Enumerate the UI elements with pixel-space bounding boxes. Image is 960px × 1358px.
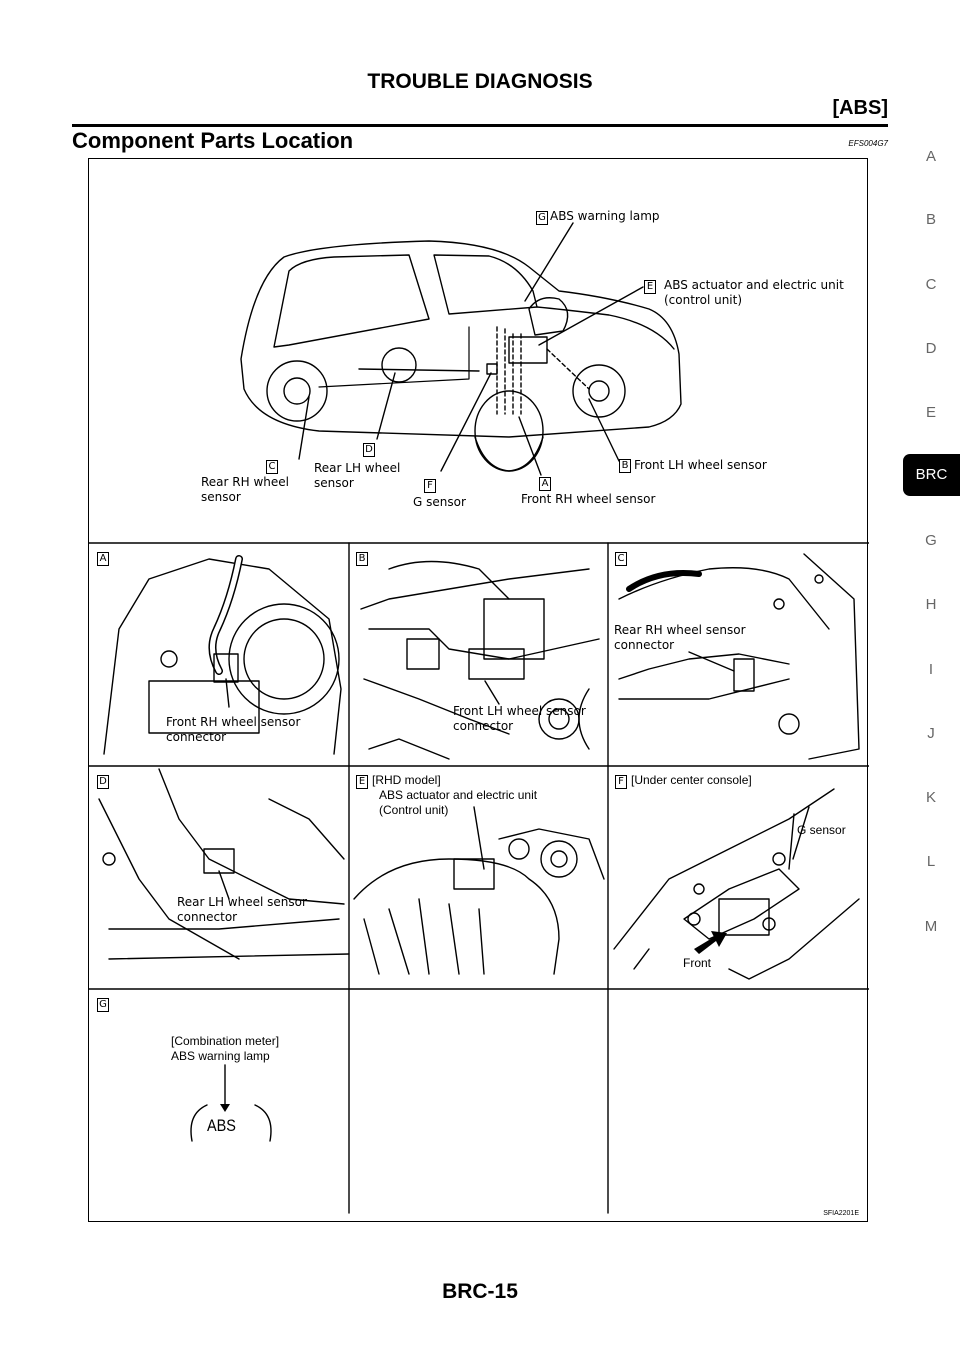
section-code: EFS004G7 (848, 139, 888, 148)
callout-b-marker: B (619, 459, 631, 473)
page-header-title: TROUBLE DIAGNOSIS (367, 70, 593, 93)
page-header-section: [ABS] (832, 97, 888, 119)
tab-j[interactable]: J (927, 725, 935, 742)
tab-e[interactable]: E (925, 404, 936, 421)
callout-g-label: ABS warning lamp (550, 209, 660, 223)
panel-c-label: Rear RH wheel sensor connector (614, 623, 746, 652)
panel-d-marker: D (97, 775, 109, 789)
section-index-tabs: A B C D E BRC G H I J K L M (888, 0, 960, 1358)
callout-c-label: Rear RH wheel sensor (201, 475, 289, 504)
tab-k[interactable]: K (925, 789, 936, 806)
panel-b-label: Front LH wheel sensor connector (453, 704, 586, 733)
figure-line-art (89, 222, 869, 1214)
panel-f-front-label: Front (683, 956, 712, 970)
panel-d-label: Rear LH wheel sensor connector (177, 895, 307, 924)
callout-b-label: Front LH wheel sensor (634, 458, 767, 472)
section-title: Component Parts Location (72, 128, 354, 153)
tab-g[interactable]: G (925, 532, 937, 549)
panel-e-model-label: [RHD model] (372, 773, 441, 787)
panel-a-marker: A (97, 552, 109, 566)
page-number: BRC-15 (442, 1280, 518, 1303)
abs-lamp-icon: ABS (207, 1116, 236, 1135)
panel-e-label: ABS actuator and electric unit (Control … (379, 788, 538, 817)
callout-d-label: Rear LH wheel sensor (314, 461, 401, 490)
tab-d[interactable]: D (925, 340, 937, 357)
tab-l[interactable]: L (926, 853, 936, 870)
tab-brc[interactable]: BRC (903, 454, 960, 496)
callout-f-label: G sensor (413, 495, 466, 509)
header-rule (72, 124, 888, 127)
panel-e-marker: E (356, 775, 368, 789)
callout-e-marker: E (644, 280, 656, 294)
tab-m[interactable]: M (924, 918, 938, 935)
panel-a-label: Front RH wheel sensor connector (166, 715, 301, 744)
tab-h[interactable]: H (925, 596, 937, 613)
panel-c-marker: C (615, 552, 627, 566)
component-location-figure: G ABS warning lamp E ABS actuator and el… (88, 158, 869, 1222)
panel-f-location-label: [Under center console] (631, 773, 752, 787)
tab-a[interactable]: A (925, 148, 936, 165)
callout-g-marker: G (536, 211, 548, 225)
panel-b-marker: B (356, 552, 368, 566)
callout-d-marker: D (363, 443, 375, 457)
panel-g-marker: G (97, 998, 109, 1012)
callout-f-marker: F (424, 479, 436, 493)
tab-i[interactable]: I (928, 661, 934, 678)
tab-b[interactable]: B (925, 211, 936, 228)
tab-c[interactable]: C (925, 276, 937, 293)
callout-a-label: Front RH wheel sensor (521, 492, 656, 506)
callout-a-marker: A (539, 477, 551, 491)
callout-e-label: ABS actuator and electric unit (control … (664, 278, 844, 307)
panel-g-label: [Combination meter] ABS warning lamp (171, 1034, 280, 1063)
callout-c-marker: C (266, 460, 278, 474)
figure-id: SFIA2201E (823, 1210, 859, 1217)
panel-f-marker: F (615, 775, 627, 789)
panel-f-g-sensor-label: G sensor (797, 823, 846, 837)
